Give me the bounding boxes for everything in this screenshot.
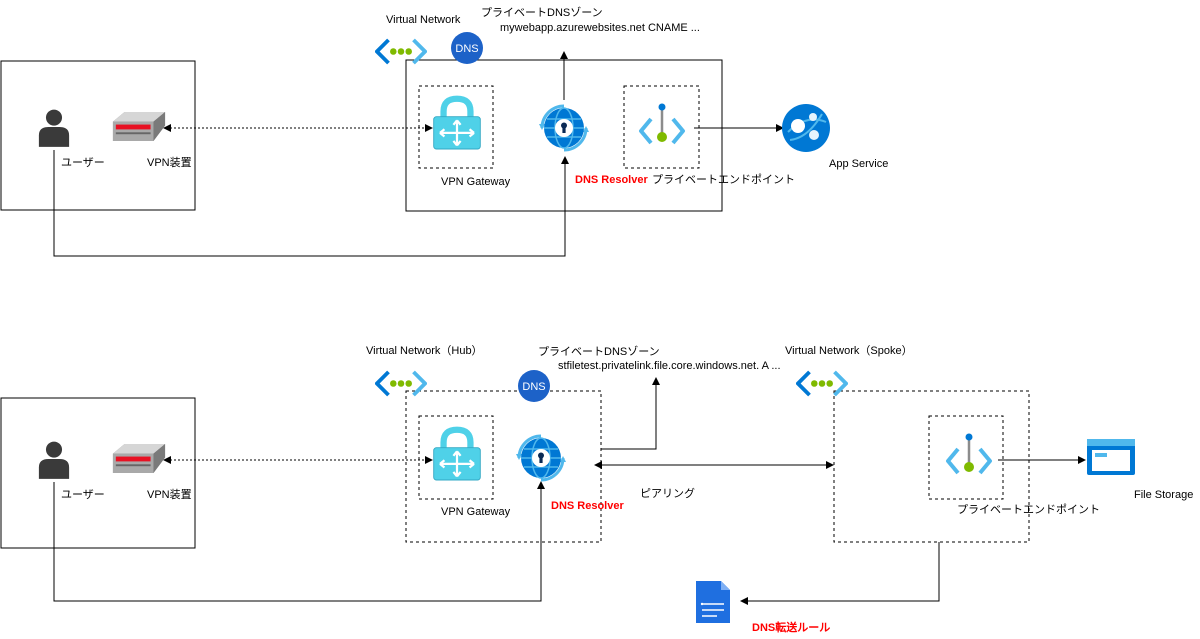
vpn-device-label-2: VPN装置 xyxy=(147,488,192,501)
vpn-device-icon xyxy=(112,112,166,141)
vnet-icon-hub xyxy=(375,370,427,397)
private-endpoint-label-2: プライベートエンドポイント xyxy=(957,503,1100,516)
spoke-to-rule-edge xyxy=(740,542,940,605)
vpn-gateway-icon xyxy=(434,99,481,149)
vpn-device-icon-2 xyxy=(112,444,166,473)
user-to-resolver-edge xyxy=(53,150,569,257)
vnet-label: Virtual Network xyxy=(386,14,461,26)
onprem-site-box-2 xyxy=(0,397,196,549)
onprem-site-box xyxy=(0,60,196,211)
file-storage-icon xyxy=(1087,439,1135,475)
private-endpoint-label: プライベートエンドポイント xyxy=(652,173,795,186)
dns-zone-label-2: プライベートDNSゾーン xyxy=(538,345,660,358)
peering-label: ピアリング xyxy=(640,486,695,500)
vpn-gateway-icon-2 xyxy=(434,430,481,480)
private-endpoint-subnet-2 xyxy=(928,415,1004,500)
user-label: ユーザー xyxy=(61,156,105,169)
user-to-resolver-edge-2 xyxy=(53,481,545,602)
app-service-label: App Service xyxy=(829,158,888,170)
private-endpoint-icon-2 xyxy=(946,431,992,475)
vpn-device-label: VPN装置 xyxy=(147,156,192,169)
private-endpoint-icon xyxy=(639,101,685,145)
user-icon-2 xyxy=(38,441,70,479)
vpn-gateway-label: VPN Gateway xyxy=(441,176,511,188)
app-service-icon xyxy=(781,103,831,153)
spoke-vnet-box xyxy=(833,390,1030,543)
vpn-gateway-label-2: VPN Gateway xyxy=(441,506,511,518)
hub-label: Virtual Network（Hub） xyxy=(366,344,483,357)
resolver-to-dnszone-edge-2 xyxy=(601,377,660,450)
svg-text:DNS: DNS xyxy=(522,381,545,393)
spoke-label: Virtual Network（Spoke） xyxy=(785,344,913,357)
private-endpoint-subnet xyxy=(623,85,700,169)
dns-zone-label: プライベートDNSゾーン xyxy=(481,6,603,19)
dns-zone-icon-2: DNS xyxy=(518,370,550,402)
dns-zone-record-2: stfiletest.privatelink.file.core.windows… xyxy=(558,360,781,372)
vnet-icon-spoke xyxy=(796,370,848,397)
user-label-2: ユーザー xyxy=(61,488,105,501)
svg-text:DNS: DNS xyxy=(455,43,478,55)
forwarding-rule-label: DNS転送ルール xyxy=(752,620,830,634)
dns-resolver-label: DNS Resolver xyxy=(575,174,648,186)
file-storage-label: File Storage xyxy=(1134,489,1193,501)
vnet-icon xyxy=(375,38,427,65)
dns-resolver-icon-2 xyxy=(514,434,568,482)
dns-zone-record: mywebapp.azurewebsites.net CNAME ... xyxy=(500,22,700,34)
dns-zone-icon: DNS xyxy=(451,32,483,64)
dns-resolver-label-2: DNS Resolver xyxy=(551,500,624,512)
forwarding-rule-icon xyxy=(695,580,731,624)
user-icon xyxy=(38,109,70,147)
dns-resolver-icon xyxy=(537,104,591,152)
